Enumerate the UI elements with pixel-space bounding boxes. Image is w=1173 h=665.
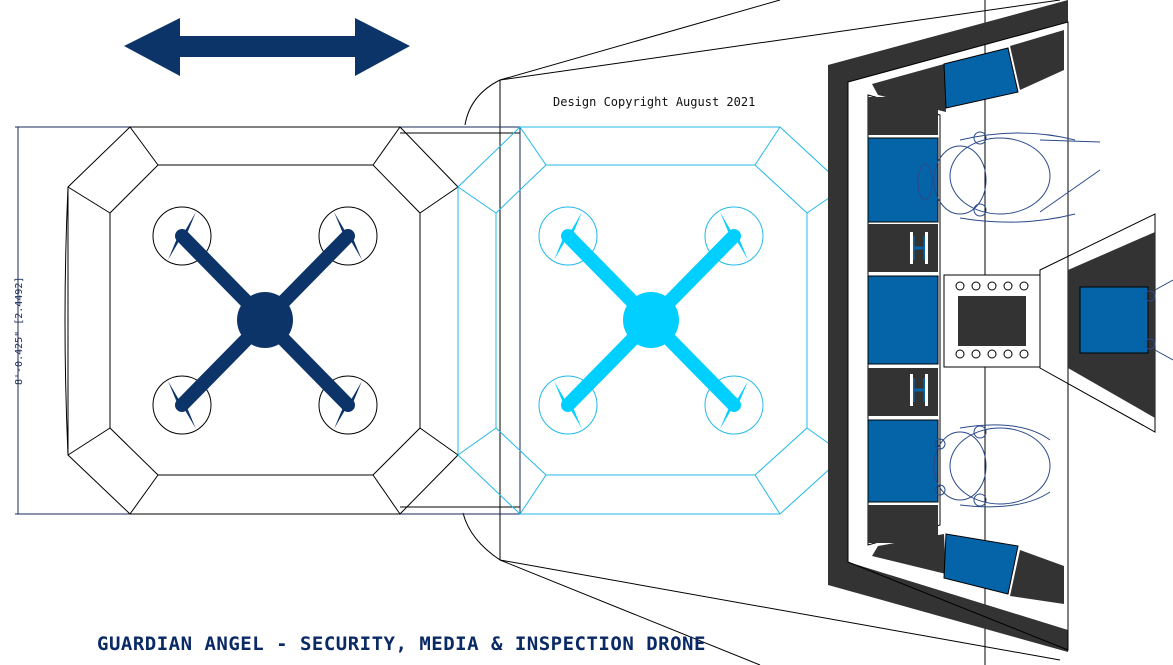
- dimension-label: 8'-0.425" [2.4492]: [14, 277, 25, 385]
- passenger-figures: [917, 131, 1173, 508]
- drawing-title: GUARDIAN ANGEL - SECURITY, MEDIA & INSPE…: [97, 633, 706, 655]
- copyright-text: Design Copyright August 2021: [553, 95, 755, 109]
- double-arrow-icon: [124, 18, 410, 76]
- drone-cyan: [457, 126, 846, 515]
- drone-dark: [17, 126, 521, 515]
- vehicle-interior: [828, 0, 1156, 652]
